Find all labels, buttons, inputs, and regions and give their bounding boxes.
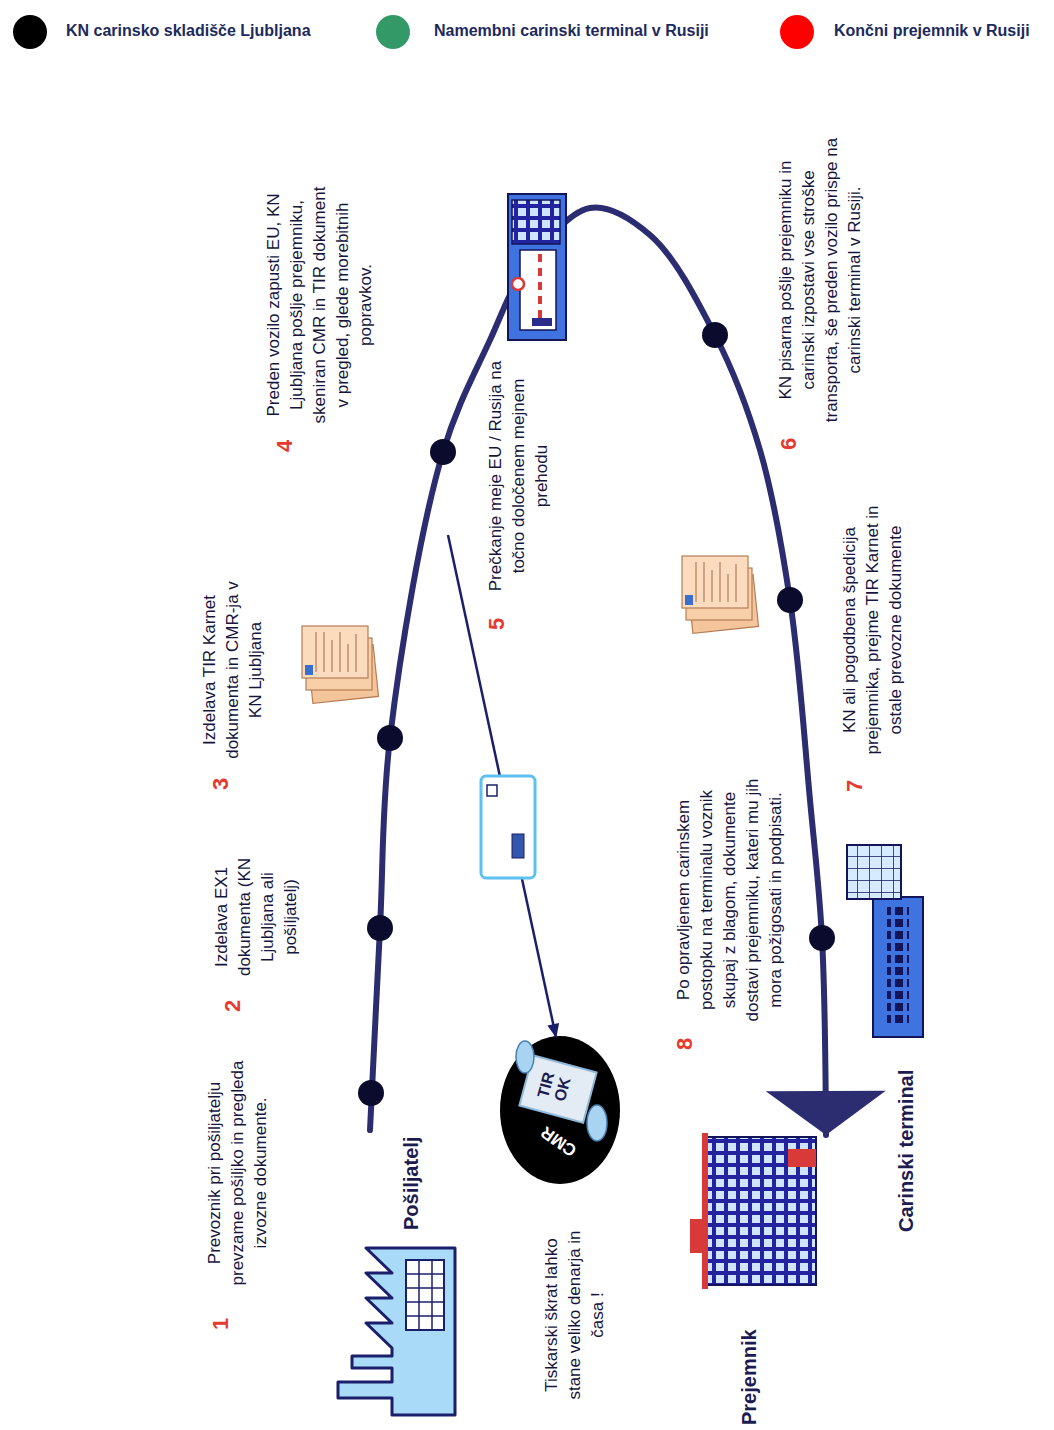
- callout-number: 7: [842, 780, 868, 792]
- sender-node: Pošiljatelj: [328, 1130, 460, 1420]
- route-stop: [358, 1080, 384, 1106]
- customs-terminal-icon: [887, 907, 909, 1027]
- diagram-stage: Pošiljatelj CMRTIR OK Prejemnik Carinski te…: [0, 100, 1054, 1430]
- route-stop: [358, 322, 835, 1106]
- route-stop: [777, 587, 803, 613]
- route-stop: [430, 439, 456, 465]
- factory-icon: [406, 1260, 444, 1330]
- transport-route: [370, 208, 826, 1135]
- inspection-badge: CMRTIR OK: [495, 1035, 625, 1185]
- callout-number: 4: [272, 440, 298, 452]
- envelope-icon: [487, 785, 497, 796]
- step-note: Prečkanje meje EU / Rusija na točno dolo…: [484, 358, 553, 594]
- border-crossing-icon: [512, 278, 524, 290]
- callout-number: 2: [220, 1000, 246, 1012]
- step-note: Prevoznik pri pošiljatelju prevzame poši…: [203, 1044, 272, 1302]
- border-crossing-icon: [538, 254, 542, 318]
- document-stack: [685, 595, 693, 605]
- step-note: KN pisarna pošlje prejemniku in carinski…: [774, 136, 866, 424]
- route-stop: [377, 725, 403, 751]
- factory-icon: [338, 1248, 455, 1415]
- route-stop: [809, 925, 835, 951]
- recipient-building-icon: [702, 1133, 708, 1289]
- legend-swatch: [780, 15, 814, 49]
- factory-icon: [406, 1260, 444, 1330]
- callout-number: 5: [484, 618, 510, 630]
- border-crossing-icon: [512, 200, 560, 244]
- callout-number: 8: [672, 1038, 698, 1050]
- node-heading: Carinski terminal: [895, 1042, 918, 1232]
- legend-swatch: [376, 15, 410, 49]
- legend-text: Končni prejemnik v Rusiji: [834, 22, 1030, 40]
- customs-terminal-icon: [873, 897, 923, 1037]
- customs-terminal-node: Carinski terminal: [845, 842, 927, 1232]
- mail-arrow: [448, 535, 556, 1037]
- recipient-node: Prejemnik: [688, 1135, 830, 1425]
- step-note: Preden vozilo zapusti EU, KN Ljubljana p…: [262, 182, 377, 428]
- document-stack: [682, 556, 759, 633]
- recipient-building-icon: [690, 1219, 704, 1253]
- customs-terminal-icon: [847, 845, 901, 899]
- badge-outline: [495, 1035, 625, 1185]
- document-stack: [302, 626, 379, 703]
- factory-icon: [338, 1248, 455, 1415]
- node-heading: Pošiljatelj: [400, 1118, 423, 1230]
- callout-number: 1: [208, 1318, 234, 1330]
- callout-number: 6: [776, 438, 802, 450]
- connector-group: [370, 208, 826, 1135]
- hand-shape: [516, 1041, 534, 1073]
- border-crossing-icon: [508, 194, 566, 340]
- mail-arrow: [448, 535, 556, 1037]
- route-stop: [367, 915, 393, 941]
- border-crossing-icon: [508, 194, 566, 340]
- recipient-building-icon: [704, 1137, 816, 1285]
- envelope-icon: [481, 776, 535, 878]
- node-heading: Prejemnik: [738, 1305, 761, 1425]
- warning-note: Tiskarski škrat lahko stane veliko denar…: [540, 1216, 609, 1414]
- recipient-building-icon: [788, 1149, 816, 1167]
- document-stack: [682, 556, 748, 608]
- border-crossing-icon: [532, 318, 552, 326]
- legend-swatch: [13, 15, 47, 49]
- route-stop: [702, 322, 728, 348]
- document-stack: [696, 562, 736, 602]
- envelope-icon: [481, 776, 535, 878]
- legend: KN carinsko skladišče Ljubljana Namembni …: [0, 0, 1054, 70]
- step-note: Po opravljenem carinskem postopku na ter…: [672, 766, 787, 1034]
- legend-text: Namembni carinski terminal v Rusiji: [434, 22, 709, 40]
- envelope-icon: [512, 834, 524, 858]
- recipient-building-icon: [690, 1133, 816, 1289]
- legend-text: KN carinsko skladišče Ljubljana: [66, 22, 311, 40]
- callout-number: 3: [208, 778, 234, 790]
- hand-shape: [587, 1105, 607, 1141]
- document-stack: [302, 626, 368, 678]
- step-note: Izdelava TIR Karnet dokumenta in CMR-ja …: [198, 570, 267, 770]
- border-crossing-icon: [520, 250, 556, 330]
- document-stack: [316, 632, 356, 672]
- document-stack: [305, 665, 313, 675]
- badge-ellipse: [500, 1036, 620, 1184]
- step-note: KN ali pogodbena špedicija prejemnika, p…: [838, 495, 907, 765]
- step-note: Izdelava EX1 dokumenta (KN Ljubljana ali…: [210, 847, 302, 987]
- customs-terminal-icon: [847, 845, 923, 1037]
